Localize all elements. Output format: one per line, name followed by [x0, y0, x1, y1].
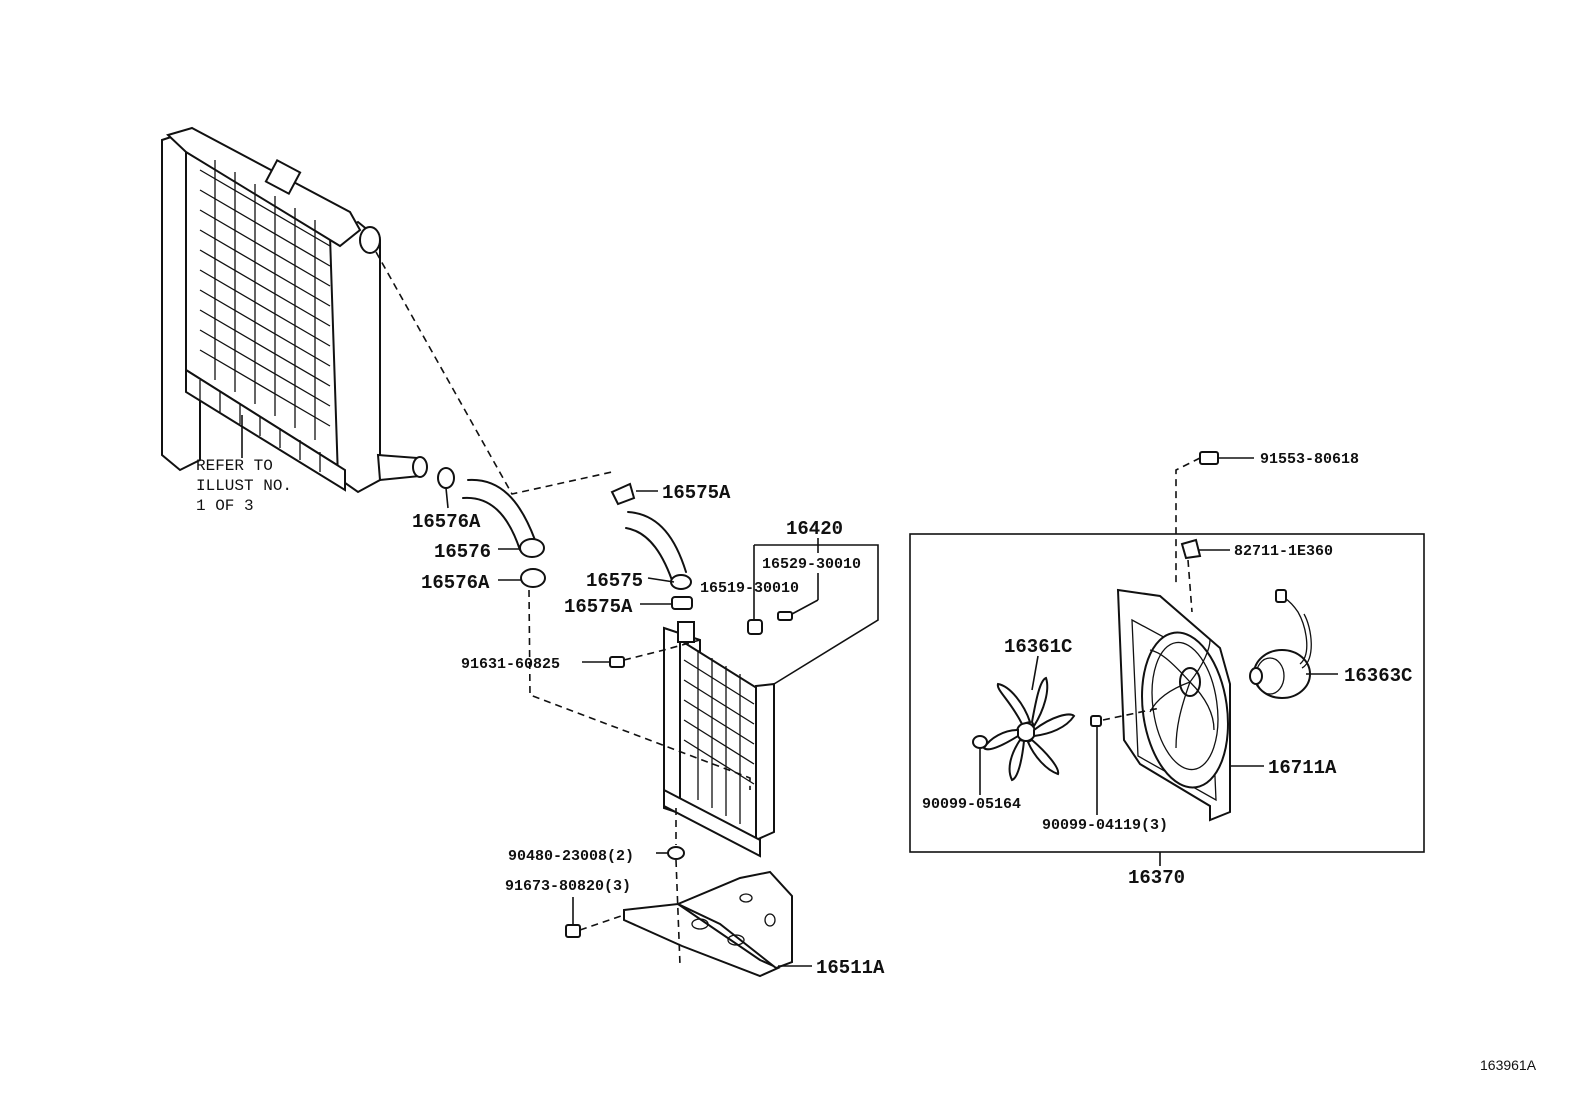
refer-note-line1: REFER TO [196, 457, 273, 475]
label-16511A: 16511A [816, 957, 885, 979]
drain-plug [777, 611, 793, 621]
label-91673-80820: 91673-80820(3) [505, 878, 631, 895]
drain-cock [747, 619, 763, 635]
bolt-91553 [1199, 451, 1219, 465]
condenser-radiator [663, 621, 775, 858]
label-90099-04119: 90099-04119(3) [1042, 817, 1168, 834]
label-16575: 16575 [586, 570, 643, 592]
fan-shroud [1116, 588, 1231, 822]
label-90099-05164: 90099-05164 [922, 796, 1021, 813]
upper-hose-group [437, 467, 546, 588]
label-16420: 16420 [786, 518, 843, 540]
nut-90099-05164 [972, 735, 988, 749]
connection-lines [375, 251, 1201, 966]
label-16370: 16370 [1128, 867, 1185, 889]
leader-lines [445, 457, 1338, 967]
fan-blade [982, 676, 1076, 782]
clip-82711 [1180, 538, 1202, 560]
grommet-90480 [667, 846, 685, 860]
diagram-reference-code: 163961A [1480, 1057, 1537, 1073]
label-16576A-top: 16576A [412, 511, 481, 533]
lower-hose-group [610, 482, 693, 610]
refer-note-line3: 1 OF 3 [196, 497, 254, 515]
label-16576A-bottom: 16576A [421, 572, 490, 594]
refer-note-line2: ILLUST NO. [196, 477, 292, 495]
label-16529-30010: 16529-30010 [762, 556, 861, 573]
main-radiator [161, 126, 428, 494]
label-16363C: 16363C [1344, 665, 1412, 687]
label-16576: 16576 [434, 541, 491, 563]
label-90480-23008: 90480-23008(2) [508, 848, 634, 865]
label-91631-60825: 91631-60825 [461, 656, 560, 673]
fan-assembly-box [909, 533, 1425, 853]
label-16361C: 16361C [1004, 636, 1072, 658]
label-91553-80618: 91553-80618 [1260, 451, 1359, 468]
bolt-91631 [609, 656, 625, 668]
label-16575A-top: 16575A [662, 482, 731, 504]
label-82711-1E360: 82711-1E360 [1234, 543, 1333, 560]
label-16711A: 16711A [1268, 757, 1337, 779]
label-16575A-bottom: 16575A [564, 596, 633, 618]
bolt-91673 [565, 924, 581, 938]
label-16519-30010: 16519-30010 [700, 580, 799, 597]
support-bracket [623, 870, 793, 978]
fan-motor [1249, 589, 1312, 699]
screw-90099-04119 [1090, 715, 1102, 727]
